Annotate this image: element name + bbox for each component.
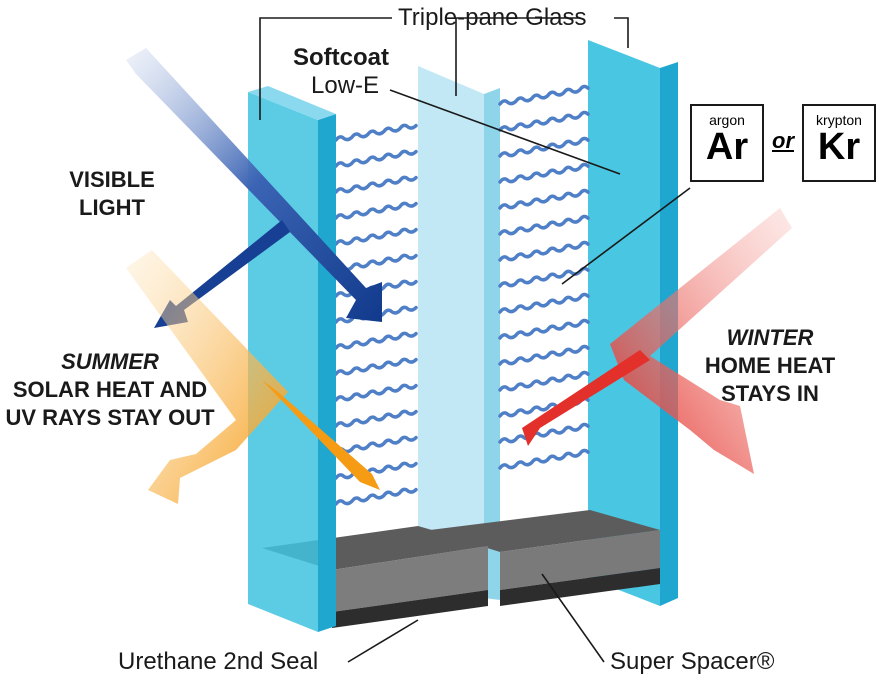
gas-wave-line (334, 331, 418, 350)
gas-wave-line (334, 435, 418, 454)
middle-glass-pane (418, 66, 500, 600)
gas-wave-line (334, 383, 418, 402)
gas-wave-line (498, 344, 590, 366)
front-glass-pane (248, 86, 336, 632)
gas-wave-line (498, 110, 590, 132)
gas-wave-line (498, 448, 590, 470)
gas-wave-line (334, 227, 418, 246)
gas-wave-line (334, 409, 418, 428)
softcoat-label: Softcoat (293, 44, 389, 71)
gas-wave-line (334, 487, 418, 506)
gas-wave-line (498, 84, 590, 106)
triple-pane-label: Triple-pane Glass (398, 4, 587, 31)
gas-wave-line (334, 357, 418, 376)
gas-wave-line (498, 162, 590, 184)
gas-wave-line (498, 292, 590, 314)
gas-wave-line (334, 175, 418, 194)
low-e-label: Low-E (311, 72, 380, 99)
or-label: or (772, 128, 794, 153)
gas-fill-waves (334, 84, 590, 506)
gas-wave-line (334, 253, 418, 272)
gas-wave-line (334, 201, 418, 220)
gas-wave-line (498, 240, 590, 262)
gas-wave-line (498, 214, 590, 236)
spacer-bars (262, 510, 660, 628)
gas-wave-line (498, 266, 590, 288)
summer-heat-arrow (126, 250, 380, 504)
winter-label: WINTER HOME HEAT STAYS IN (700, 324, 840, 408)
urethane-seal-label: Urethane 2nd Seal (118, 648, 319, 675)
gas-wave-line (498, 370, 590, 392)
visible-light-label: VISIBLE LIGHT (69, 167, 155, 220)
gas-wave-line (498, 318, 590, 340)
gas-wave-line (334, 123, 418, 142)
winter-heat-arrow (522, 208, 792, 474)
gas-wave-line (498, 188, 590, 210)
leader-lines (259, 17, 691, 663)
krypton-box: krypton Kr (802, 104, 876, 182)
gas-wave-line (334, 461, 418, 480)
winter-title: WINTER (726, 325, 814, 350)
super-spacer-label: Super Spacer® (610, 648, 775, 675)
gas-wave-line (498, 136, 590, 158)
gas-wave-line (334, 149, 418, 168)
summer-title: SUMMER (61, 349, 159, 374)
gas-wave-line (498, 422, 590, 444)
summer-label: SUMMER SOLAR HEAT AND UV RAYS STAY OUT (0, 348, 220, 432)
argon-box: argon Ar (690, 104, 764, 182)
